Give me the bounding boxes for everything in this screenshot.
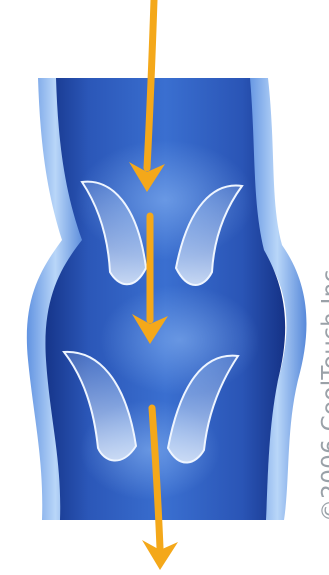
- copyright-text: ©2006 CoolTouch Inc.: [318, 262, 329, 522]
